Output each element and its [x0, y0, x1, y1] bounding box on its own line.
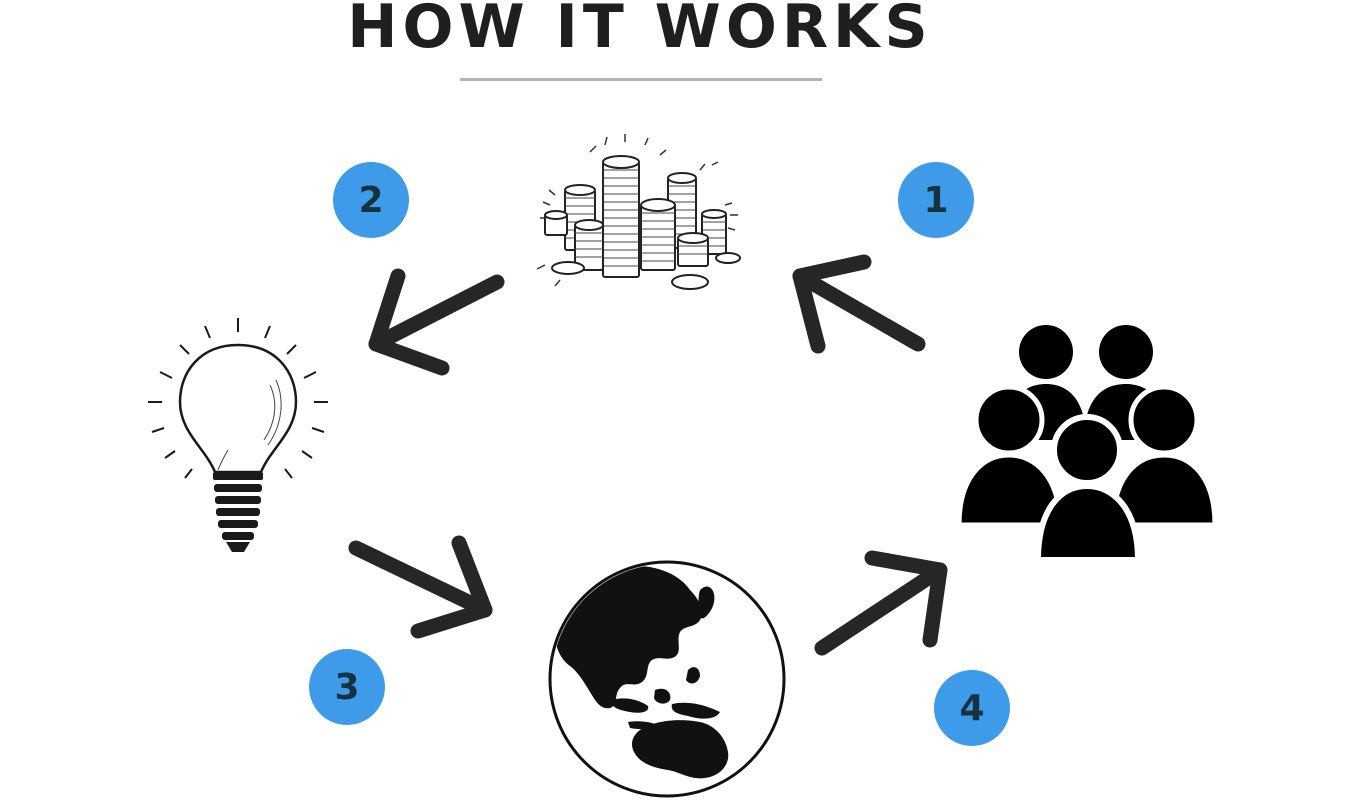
arrow-step-2	[368, 268, 505, 376]
step-number: 2	[358, 179, 384, 221]
page-title: HOW IT WORKS	[347, 0, 933, 62]
arrow-step-1	[792, 254, 926, 354]
step-badge-3: 3	[309, 649, 385, 725]
step-number: 3	[334, 666, 360, 708]
lightbulb-icon	[148, 318, 328, 552]
step-badge-2: 2	[333, 162, 409, 238]
step-badge-4: 4	[934, 670, 1010, 746]
step-number: 4	[959, 687, 985, 729]
coins-icon	[536, 134, 741, 290]
title-divider	[460, 78, 822, 81]
arrow-step-3	[348, 535, 493, 639]
step-number: 1	[923, 179, 949, 221]
arrow-step-4	[814, 550, 948, 656]
globe-icon	[548, 560, 786, 798]
step-badge-1: 1	[898, 162, 974, 238]
people-icon	[956, 325, 1218, 563]
